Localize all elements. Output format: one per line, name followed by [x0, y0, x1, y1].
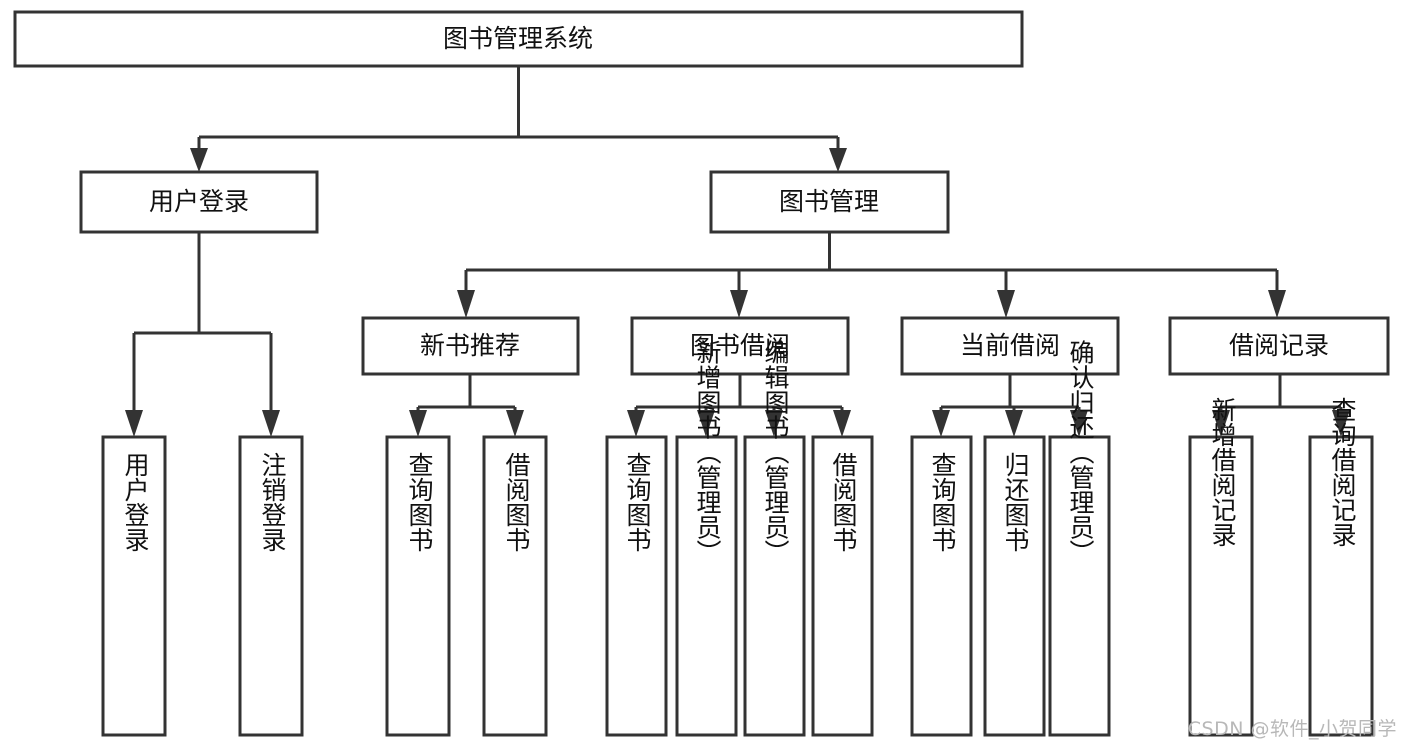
node-user-login-box[interactable] — [79, 170, 319, 234]
node-leaf-borrow-book-1[interactable]: 借阅图书 — [482, 435, 548, 737]
node-layer: 图书管理系统 用户登录 图书管理 新书推荐 图书借阅 — [13, 10, 1390, 737]
arrow-head-leaf-query-book-1 — [409, 410, 427, 437]
arrow-head-leaf-query-record — [1332, 410, 1350, 437]
node-leaf-query-book-2-label: 查询图书 — [623, 452, 652, 552]
node-leaf-confirm-return[interactable]: 确认归还（管理员） — [1048, 340, 1111, 737]
arrow-head-leaf-query-book-3 — [932, 410, 950, 437]
node-leaf-query-record-box[interactable] — [1308, 435, 1374, 737]
node-leaf-borrow-book-2-label: 借阅图书 — [829, 452, 858, 552]
node-new-book-rec[interactable]: 新书推荐 — [361, 316, 580, 376]
node-new-book-rec-box[interactable] — [361, 316, 580, 376]
node-leaf-add-book-label: 新增图书（管理员） — [693, 340, 722, 565]
node-root[interactable]: 图书管理系统 — [13, 10, 1024, 68]
node-book-manage-box[interactable] — [709, 170, 950, 234]
node-book-borrow[interactable]: 图书借阅 — [630, 316, 850, 376]
node-leaf-confirm-return-label: 确认归还（管理员） — [1066, 340, 1095, 565]
node-current-borrow[interactable]: 当前借阅 — [900, 316, 1120, 376]
node-borrow-record[interactable]: 借阅记录 — [1168, 316, 1390, 376]
node-leaf-edit-book-box[interactable] — [743, 435, 806, 737]
node-leaf-add-record-label: 新增借阅记录 — [1208, 397, 1237, 547]
node-user-login-label: 用户登录 — [149, 187, 249, 216]
arrow-head-leaf-query-book-2 — [627, 410, 645, 437]
node-leaf-add-record[interactable]: 新增借阅记录 — [1188, 397, 1254, 737]
node-leaf-query-book-3-box[interactable] — [910, 435, 973, 737]
arrow-head-leaf-add-book — [697, 410, 715, 437]
node-leaf-edit-book[interactable]: 编辑图书（管理员） — [743, 340, 806, 737]
node-leaf-user-login-label: 用户登录 — [121, 452, 150, 552]
node-leaf-query-book-3-label: 查询图书 — [928, 452, 957, 552]
node-leaf-borrow-book-2-box[interactable] — [811, 435, 874, 737]
arrow-head-user-login — [190, 148, 208, 172]
node-leaf-query-book-1-label: 查询图书 — [405, 452, 434, 552]
node-leaf-return-book-label: 归还图书 — [1001, 452, 1030, 552]
node-leaf-borrow-book-1-box[interactable] — [482, 435, 548, 737]
node-leaf-edit-book-label: 编辑图书（管理员） — [761, 340, 790, 565]
node-book-manage[interactable]: 图书管理 — [709, 170, 950, 234]
node-leaf-confirm-return-box[interactable] — [1048, 435, 1111, 737]
node-leaf-logout-box[interactable] — [238, 435, 304, 737]
node-leaf-user-login-box[interactable] — [101, 435, 167, 737]
node-borrow-record-label: 借阅记录 — [1229, 331, 1329, 360]
node-borrow-record-box[interactable] — [1168, 316, 1390, 376]
node-leaf-logout-label: 注销登录 — [258, 452, 287, 552]
arrow-head-book-manage — [829, 148, 847, 172]
arrow-head-leaf-edit-book — [765, 410, 783, 437]
node-leaf-logout[interactable]: 注销登录 — [238, 435, 304, 737]
node-leaf-user-login[interactable]: 用户登录 — [101, 435, 167, 737]
arrow-head-leaf-user-login — [125, 410, 143, 437]
arrow-head-book-borrow — [730, 290, 748, 318]
arrow-head-leaf-return-book — [1005, 410, 1023, 437]
arrow-head-leaf-borrow-book-2 — [833, 410, 851, 437]
arrow-head-leaf-borrow-book-1 — [506, 410, 524, 437]
node-leaf-add-book-box[interactable] — [675, 435, 738, 737]
node-current-borrow-box[interactable] — [900, 316, 1120, 376]
node-root-box[interactable] — [13, 10, 1024, 68]
node-leaf-query-book-2-box[interactable] — [605, 435, 668, 737]
arrow-head-current-borrow — [997, 290, 1015, 318]
node-leaf-query-book-3[interactable]: 查询图书 — [910, 435, 973, 737]
connector-layer — [125, 66, 1350, 437]
arrow-head-leaf-add-record — [1212, 410, 1230, 437]
arrow-head-borrow-record — [1268, 290, 1286, 318]
arrow-head-leaf-logout — [262, 410, 280, 437]
node-leaf-query-record[interactable]: 查询借阅记录 — [1308, 397, 1374, 737]
node-leaf-query-book-1-box[interactable] — [385, 435, 451, 737]
node-leaf-borrow-book-1-label: 借阅图书 — [502, 452, 531, 552]
node-leaf-query-book-1[interactable]: 查询图书 — [385, 435, 451, 737]
node-leaf-borrow-book-2[interactable]: 借阅图书 — [811, 435, 874, 737]
node-new-book-rec-label: 新书推荐 — [420, 331, 520, 360]
node-leaf-query-book-2[interactable]: 查询图书 — [605, 435, 668, 737]
node-root-label: 图书管理系统 — [443, 24, 593, 53]
node-user-login[interactable]: 用户登录 — [79, 170, 319, 234]
node-book-borrow-label: 图书借阅 — [690, 331, 790, 360]
arrow-head-leaf-confirm-return — [1070, 410, 1088, 437]
node-leaf-return-book-box[interactable] — [983, 435, 1046, 737]
node-leaf-return-book[interactable]: 归还图书 — [983, 435, 1046, 737]
node-leaf-query-record-label: 查询借阅记录 — [1328, 397, 1357, 547]
arrow-head-new-book-rec — [457, 290, 475, 318]
node-leaf-add-record-box[interactable] — [1188, 435, 1254, 737]
node-leaf-add-book[interactable]: 新增图书（管理员） — [675, 340, 738, 737]
node-book-borrow-box[interactable] — [630, 316, 850, 376]
node-book-manage-label: 图书管理 — [779, 187, 879, 216]
node-current-borrow-label: 当前借阅 — [960, 331, 1060, 360]
